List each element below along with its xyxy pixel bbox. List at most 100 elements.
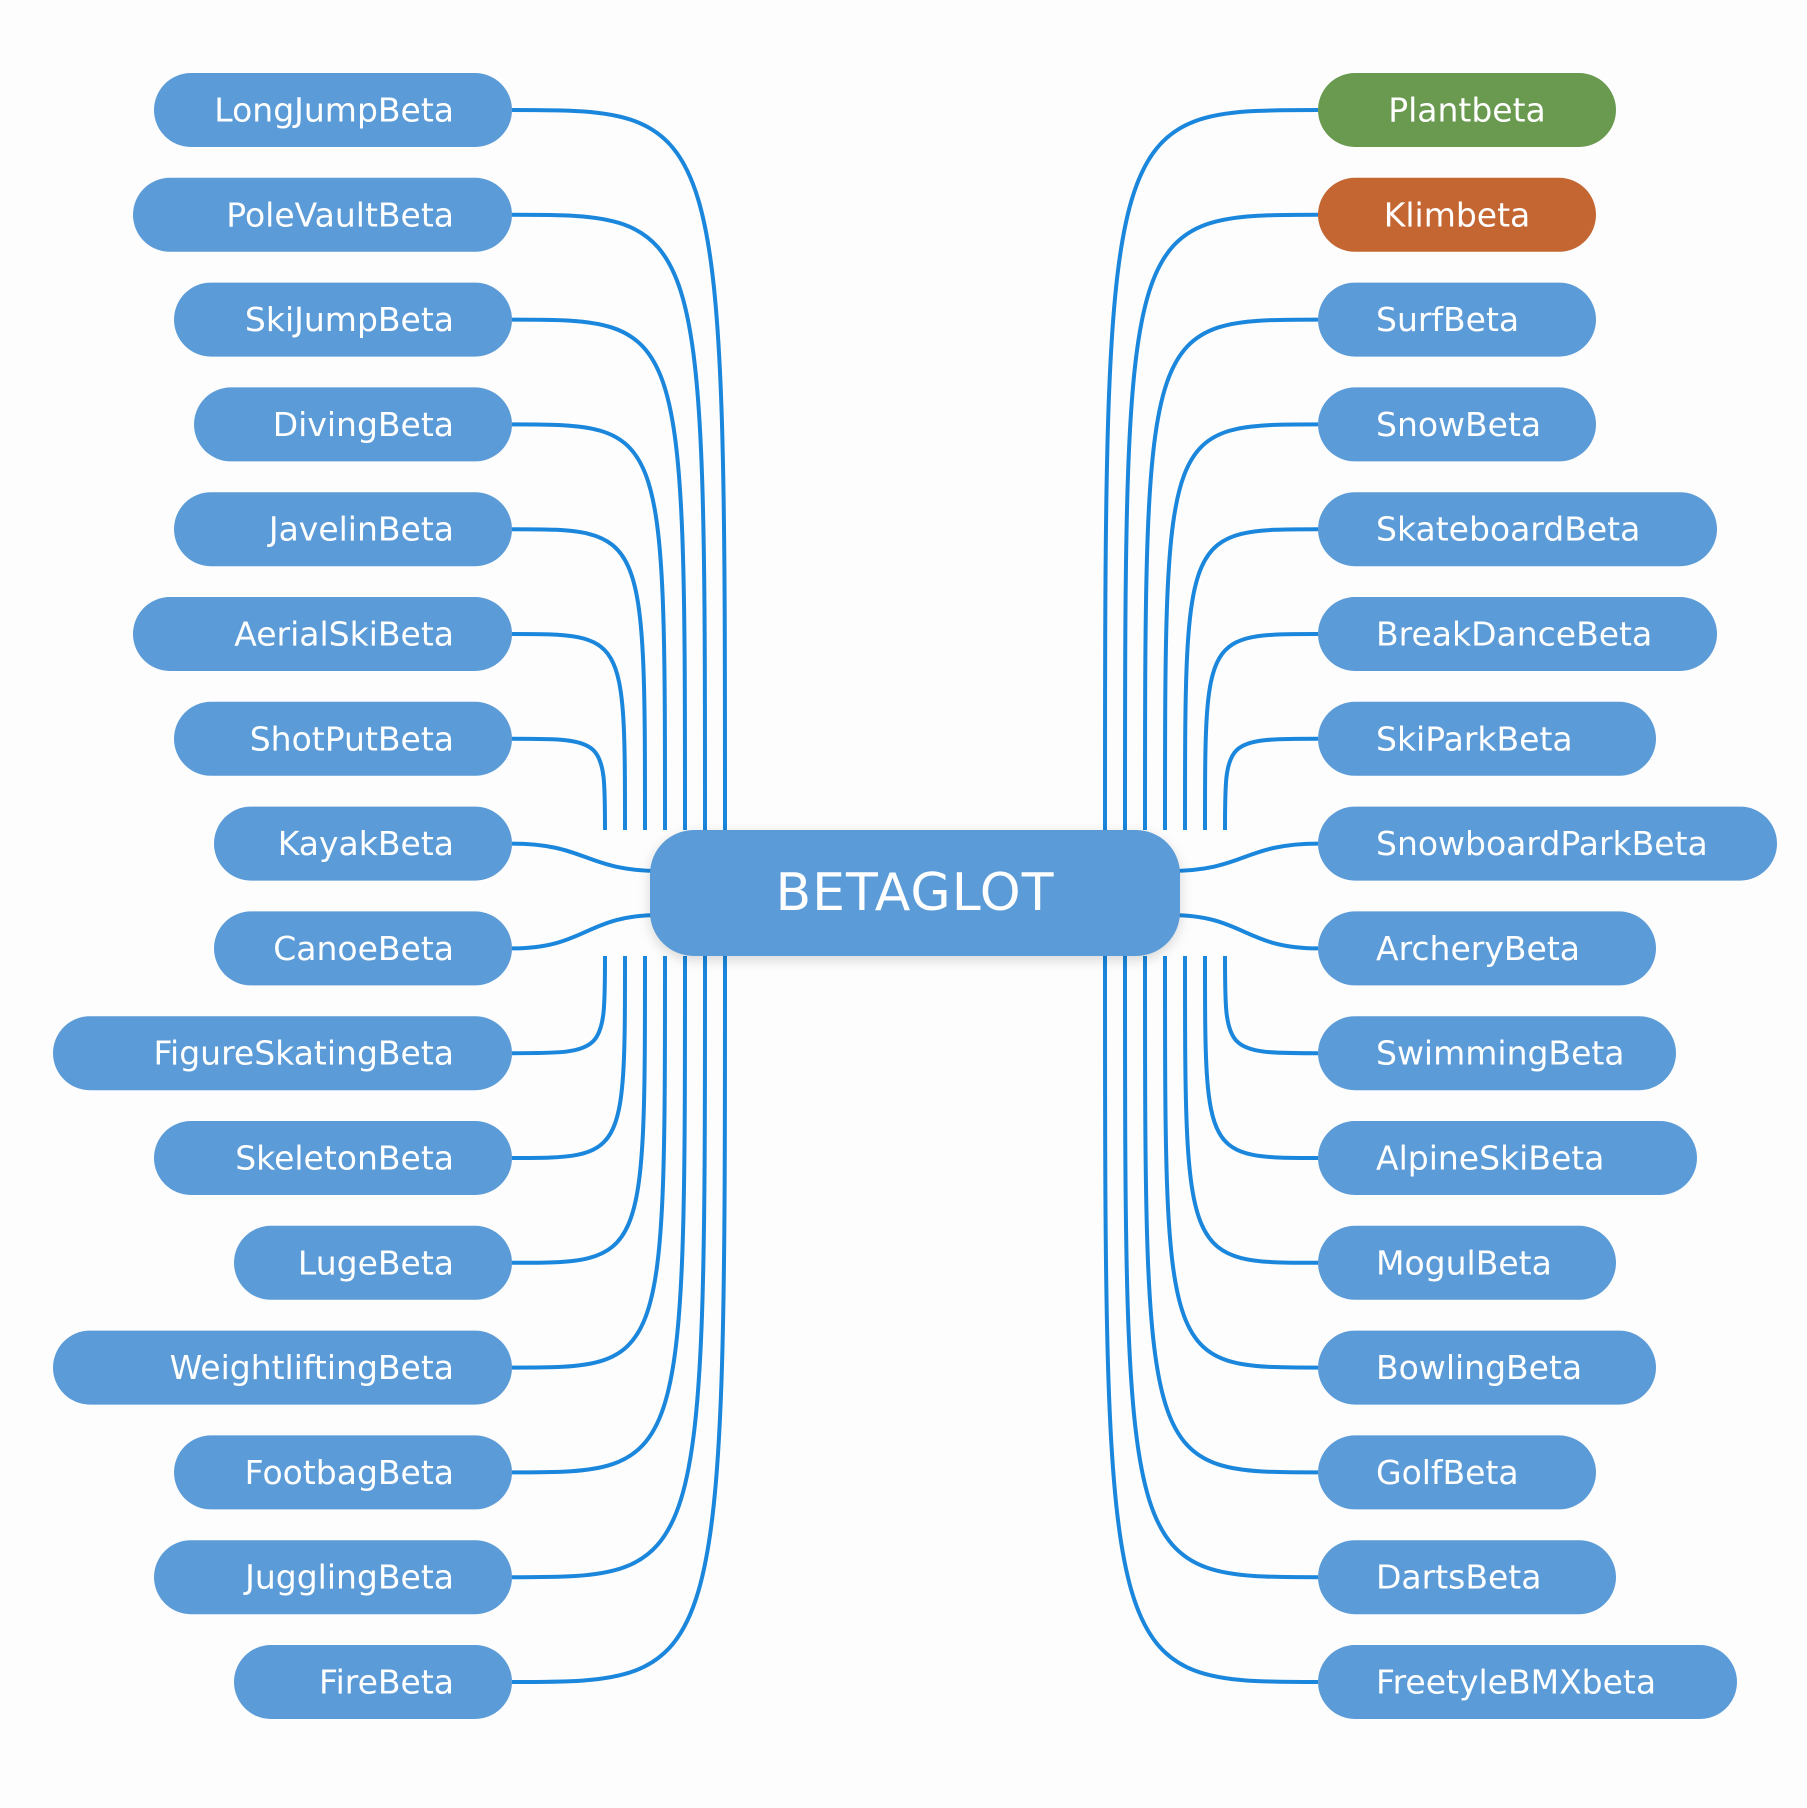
node-break-dance-beta[interactable]: BreakDanceBeta xyxy=(1318,597,1717,671)
node-skeleton-beta[interactable]: SkeletonBeta xyxy=(154,1121,512,1195)
connector-skeleton-beta xyxy=(511,955,627,1160)
connector-lines xyxy=(511,108,1319,1684)
node-label: JugglingBeta xyxy=(243,1558,454,1597)
node-label: PoleVaultBeta xyxy=(226,195,454,234)
node-label: FigureSkatingBeta xyxy=(153,1034,454,1073)
node-plantbeta[interactable]: Plantbeta xyxy=(1318,73,1616,147)
node-snow-beta[interactable]: SnowBeta xyxy=(1318,387,1596,462)
connector-diving-beta xyxy=(511,422,667,831)
connector-ski-jump-beta xyxy=(511,317,687,831)
node-label: LongJumpBeta xyxy=(214,91,454,130)
node-label: LugeBeta xyxy=(298,1243,454,1282)
connector-juggling-beta xyxy=(511,955,707,1580)
connector-archery-beta xyxy=(1169,913,1319,951)
connector-ski-park-beta xyxy=(1223,736,1319,831)
node-label: Plantbeta xyxy=(1388,91,1546,130)
node-box xyxy=(1318,282,1596,357)
node-archery-beta[interactable]: ArcheryBeta xyxy=(1318,911,1656,986)
node-box xyxy=(174,701,512,776)
connector-break-dance-beta xyxy=(1203,632,1319,831)
node-canoe-beta[interactable]: CanoeBeta xyxy=(214,911,512,986)
node-darts-beta[interactable]: DartsBeta xyxy=(1318,1540,1616,1615)
node-box xyxy=(1318,177,1596,252)
connector-figure-skating-beta xyxy=(511,955,607,1056)
node-box xyxy=(53,1016,512,1091)
topic-nodes: LongJumpBetaPoleVaultBetaSkiJumpBetaDivi… xyxy=(53,73,1777,1719)
connector-freetyle-bmxbeta xyxy=(1103,955,1319,1684)
node-label: JavelinBeta xyxy=(267,510,454,549)
node-alpine-ski-beta[interactable]: AlpineSkiBeta xyxy=(1318,1121,1697,1195)
node-label: SkiJumpBeta xyxy=(245,300,454,339)
connector-plantbeta xyxy=(1103,108,1319,831)
node-box xyxy=(194,387,512,462)
node-label: AerialSkiBeta xyxy=(234,615,454,654)
node-label: SwimmingBeta xyxy=(1376,1034,1625,1073)
connector-snow-beta xyxy=(1163,422,1319,831)
central-topic-label: BETAGLOT xyxy=(775,863,1054,923)
connector-javelin-beta xyxy=(511,527,647,831)
node-figure-skating-beta[interactable]: FigureSkatingBeta xyxy=(53,1016,512,1091)
node-box xyxy=(174,282,512,357)
node-ski-park-beta[interactable]: SkiParkBeta xyxy=(1318,701,1656,776)
node-label: SurfBeta xyxy=(1376,300,1519,339)
node-box xyxy=(1318,1330,1656,1405)
node-skateboard-beta[interactable]: SkateboardBeta xyxy=(1318,492,1717,567)
node-label: BowlingBeta xyxy=(1376,1348,1582,1387)
connector-alpine-ski-beta xyxy=(1203,955,1319,1160)
node-fire-beta[interactable]: FireBeta xyxy=(234,1645,512,1719)
node-snowboard-park-beta[interactable]: SnowboardParkBeta xyxy=(1318,806,1777,881)
node-label: KayakBeta xyxy=(278,824,454,863)
node-javelin-beta[interactable]: JavelinBeta xyxy=(174,492,512,567)
connector-bowling-beta xyxy=(1163,955,1319,1370)
node-klimbeta[interactable]: Klimbeta xyxy=(1318,177,1596,252)
node-swimming-beta[interactable]: SwimmingBeta xyxy=(1318,1016,1676,1091)
node-shot-put-beta[interactable]: ShotPutBeta xyxy=(174,701,512,776)
node-box xyxy=(1318,806,1777,881)
node-footbag-beta[interactable]: FootbagBeta xyxy=(174,1435,512,1510)
node-box xyxy=(154,1121,512,1195)
node-freetyle-bmxbeta[interactable]: FreetyleBMXbeta xyxy=(1318,1645,1737,1719)
node-diving-beta[interactable]: DivingBeta xyxy=(194,387,512,462)
node-kayak-beta[interactable]: KayakBeta xyxy=(214,806,512,881)
node-box xyxy=(214,911,512,986)
node-weightlifting-beta[interactable]: WeightliftingBeta xyxy=(53,1330,512,1405)
node-surf-beta[interactable]: SurfBeta xyxy=(1318,282,1596,357)
connector-footbag-beta xyxy=(511,955,687,1475)
node-box xyxy=(1318,492,1717,567)
connector-weightlifting-beta xyxy=(511,955,667,1370)
connector-fire-beta xyxy=(511,955,727,1684)
connector-aerial-ski-beta xyxy=(511,632,627,831)
node-label: Klimbeta xyxy=(1384,195,1531,234)
node-luge-beta[interactable]: LugeBeta xyxy=(234,1225,512,1300)
node-bowling-beta[interactable]: BowlingBeta xyxy=(1318,1330,1656,1405)
connector-klimbeta xyxy=(1123,212,1319,831)
connector-golf-beta xyxy=(1143,955,1319,1475)
node-label: FireBeta xyxy=(319,1663,454,1702)
node-label: SnowboardParkBeta xyxy=(1376,824,1708,863)
node-ski-jump-beta[interactable]: SkiJumpBeta xyxy=(174,282,512,357)
connector-darts-beta xyxy=(1123,955,1319,1580)
node-juggling-beta[interactable]: JugglingBeta xyxy=(154,1540,512,1615)
node-label: DivingBeta xyxy=(273,405,454,444)
node-long-jump-beta[interactable]: LongJumpBeta xyxy=(154,73,512,147)
node-box xyxy=(133,597,512,671)
node-label: GolfBeta xyxy=(1376,1453,1519,1492)
node-box xyxy=(174,1435,512,1510)
node-box xyxy=(53,1330,512,1405)
node-pole-vault-beta[interactable]: PoleVaultBeta xyxy=(133,177,512,252)
node-box xyxy=(1318,387,1596,462)
node-label: DartsBeta xyxy=(1376,1558,1541,1597)
node-label: ArcheryBeta xyxy=(1376,929,1580,968)
node-label: CanoeBeta xyxy=(273,929,454,968)
node-mogul-beta[interactable]: MogulBeta xyxy=(1318,1225,1616,1300)
central-topic[interactable]: BETAGLOT xyxy=(650,830,1180,956)
node-label: ShotPutBeta xyxy=(250,719,454,758)
node-aerial-ski-beta[interactable]: AerialSkiBeta xyxy=(133,597,512,671)
connector-swimming-beta xyxy=(1223,955,1319,1056)
node-box xyxy=(1318,1540,1616,1615)
node-box xyxy=(214,806,512,881)
connector-pole-vault-beta xyxy=(511,212,707,831)
node-golf-beta[interactable]: GolfBeta xyxy=(1318,1435,1596,1510)
connector-mogul-beta xyxy=(1183,955,1319,1265)
